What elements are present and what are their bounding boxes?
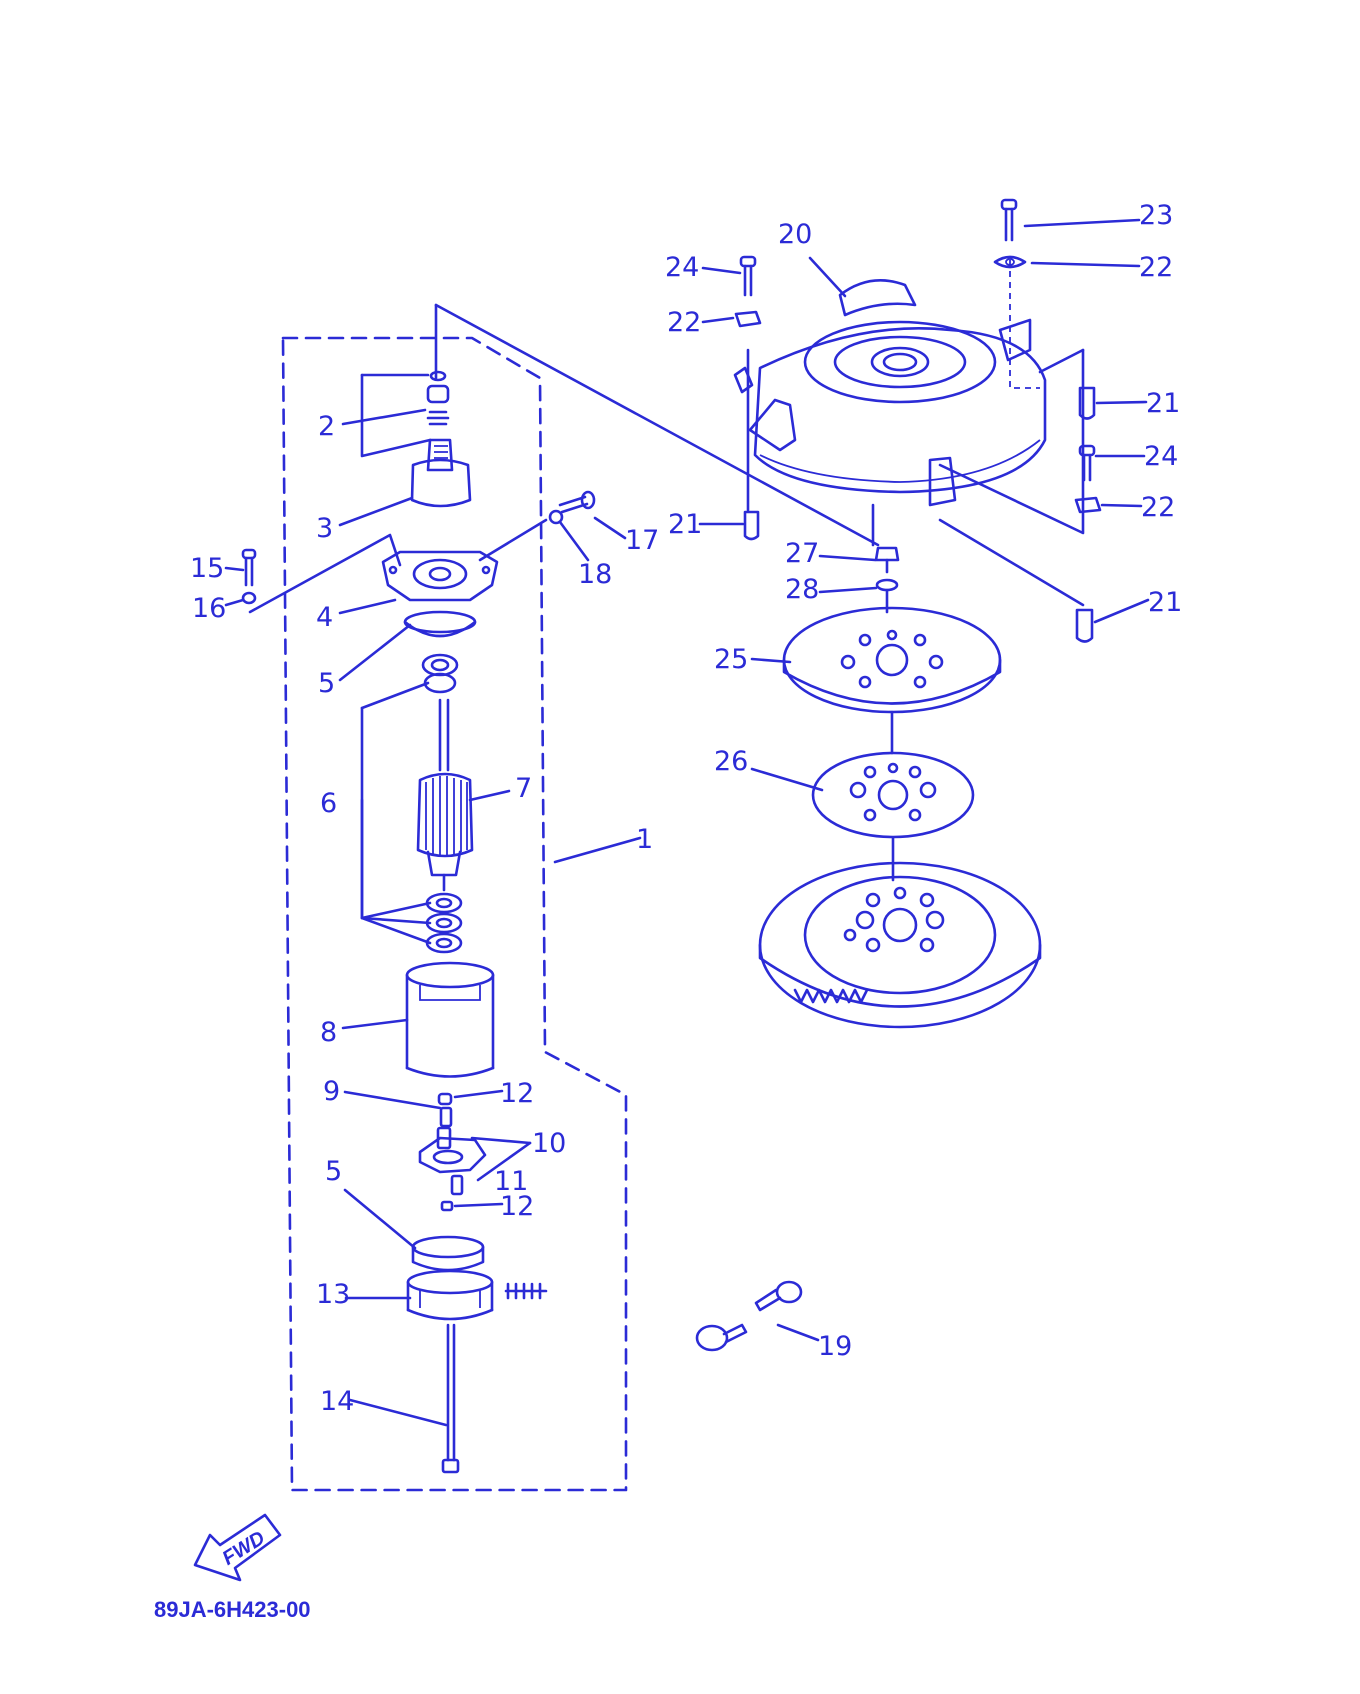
- callout-21-left: 21: [668, 509, 702, 540]
- forward-label: FWD: [219, 1527, 269, 1570]
- callout-21-right-bottom: 21: [1148, 587, 1182, 618]
- callout-1: 1: [636, 824, 653, 855]
- battery-cable: [695, 1280, 803, 1352]
- flywheel-nut: [874, 546, 900, 574]
- callout-20: 20: [778, 219, 812, 250]
- callout-23: 23: [1139, 200, 1173, 231]
- collar-21-left: [743, 510, 760, 541]
- callout-5-lower: 5: [325, 1156, 342, 1187]
- callout-8: 8: [320, 1017, 337, 1048]
- callout-11: 11: [494, 1166, 528, 1197]
- bolt-17: [548, 490, 596, 525]
- callout-22-right: 22: [1141, 492, 1175, 523]
- callout-7: 7: [515, 773, 532, 804]
- cover-bolt-23: [1000, 198, 1018, 242]
- callout-15: 15: [190, 553, 224, 584]
- callout-21-right-top: 21: [1146, 388, 1180, 419]
- callout-5-upper: 5: [318, 668, 335, 699]
- drawing-code: 89JA-6H423-00: [154, 1597, 311, 1622]
- callout-leaders: [224, 218, 1150, 1427]
- starter-assembly-outline: [281, 336, 628, 1492]
- flywheel-center-line: [885, 588, 895, 882]
- flywheel-washer: [875, 578, 899, 592]
- callout-26: 26: [714, 746, 748, 777]
- cover-grommet-22-left: [734, 310, 762, 328]
- callout-24-right: 24: [1144, 441, 1178, 472]
- armature: [416, 698, 474, 892]
- callout-6: 6: [320, 788, 337, 819]
- collar-21-right-bottom: [1075, 608, 1094, 643]
- callout-22-left: 22: [667, 307, 701, 338]
- starter-leaders: [248, 303, 880, 945]
- flywheel-cover: [733, 279, 1047, 507]
- cover-grommet-22-right: [1074, 496, 1102, 514]
- brush-holder-parts: [418, 1092, 487, 1212]
- front-bracket: [381, 550, 499, 602]
- rear-cover-ring: [411, 1235, 485, 1272]
- bracket-washer: [403, 610, 477, 638]
- callout-10: 10: [532, 1128, 566, 1159]
- pinion-assembly: [410, 438, 472, 508]
- bolt-15: [241, 548, 257, 605]
- callout-3: 3: [316, 513, 333, 544]
- collar-21-right-top: [1078, 386, 1096, 420]
- armature-washers-bottom: [425, 892, 463, 954]
- cover-leaders: [746, 260, 1085, 607]
- callout-2: 2: [318, 411, 335, 442]
- callout-19: 19: [818, 1331, 852, 1362]
- callout-24-left: 24: [665, 252, 699, 283]
- rear-end-cover: [406, 1269, 548, 1321]
- callout-9: 9: [323, 1076, 340, 1107]
- callout-12-lower: 12: [500, 1191, 534, 1222]
- callout-22-top: 22: [1139, 252, 1173, 283]
- through-bolt: [441, 1323, 460, 1474]
- callout-16: 16: [192, 593, 226, 624]
- forward-direction-arrow: [193, 1513, 282, 1582]
- pulser-plate: [782, 606, 1002, 714]
- callout-4: 4: [316, 602, 333, 633]
- callout-28: 28: [785, 574, 819, 605]
- flywheel: [758, 861, 1042, 1029]
- callout-14: 14: [320, 1386, 354, 1417]
- armature-washers-top: [421, 653, 459, 694]
- cover-bolt-24-left: [739, 255, 757, 297]
- pinion-stop-ring: [426, 370, 450, 426]
- callout-27: 27: [785, 538, 819, 569]
- callout-25: 25: [714, 644, 748, 675]
- callout-18: 18: [578, 559, 612, 590]
- callout-13: 13: [316, 1279, 350, 1310]
- stator-yoke: [405, 961, 495, 1078]
- callout-17: 17: [625, 525, 659, 556]
- callout-12-upper: 12: [500, 1078, 534, 1109]
- magnet-plate: [811, 751, 975, 839]
